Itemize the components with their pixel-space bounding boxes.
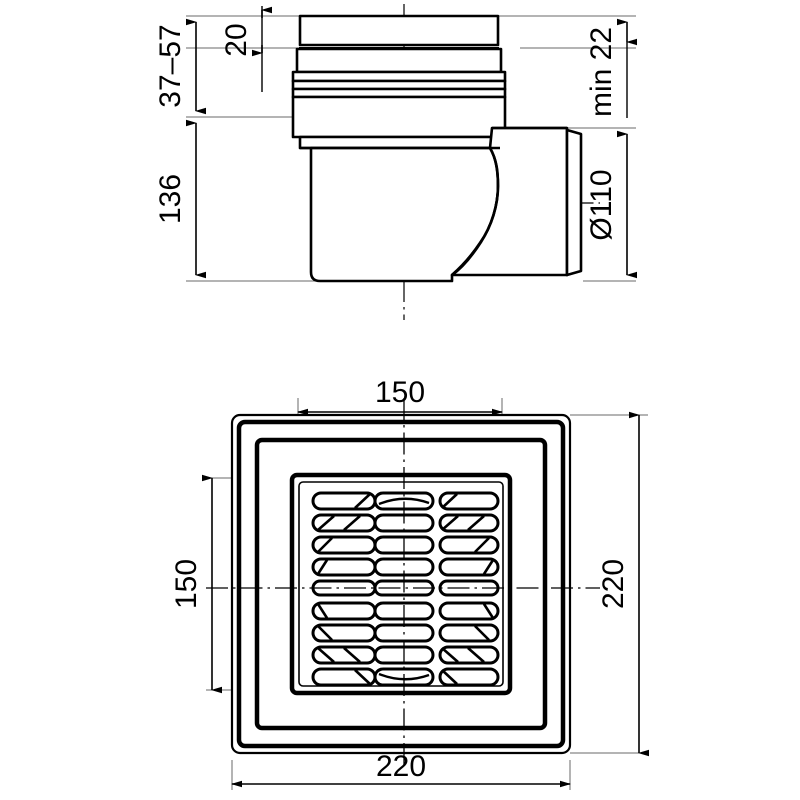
dimension-min-depth: min 22 [585,18,637,118]
outlet-end-cap [565,128,583,277]
dimension-label-grate-width: 150 [375,376,425,409]
dimension-label-outlet-diameter: Ø110 [585,169,618,240]
upper-housing [291,95,507,139]
dimension-label-body-height: 136 [154,174,187,224]
grate-slot [311,535,377,555]
grate-slot [311,667,377,687]
grate-slot [438,557,500,577]
grate-slot [311,623,377,643]
dimension-label-min-depth: min 22 [585,27,618,117]
dimension-cover-height: 20 [220,6,272,92]
dimension-body-width: 220 [231,750,571,788]
drain-cover-block [298,14,500,47]
grate-slot [438,601,500,621]
grate-slot-relief-lines [316,493,495,685]
drain-collar [295,47,503,74]
section-view-group: 37–57 20 136 min 22 [154,4,637,320]
dimension-body-depth: 220 [597,411,649,757]
grate-slot [311,491,377,511]
housing-shoulder [298,135,502,150]
dimension-grate-width: 150 [297,376,503,416]
dimension-grate-height: 150 [170,474,222,694]
dimension-label-grate-height: 150 [170,559,203,609]
section-body-outline [291,14,507,150]
thread-ridge-1 [291,70,507,83]
grate-slot [438,623,500,643]
dimension-outlet-diameter: Ø110 [585,130,637,279]
dimension-label-body-width: 220 [376,750,426,783]
plan-grate-slots [311,491,500,687]
dimension-body-height: 136 [154,119,206,279]
grate-slot [438,535,500,555]
dimension-height-range: 37–57 [154,18,206,115]
dimension-label-cover-height: 20 [220,23,253,56]
dimension-label-body-depth: 220 [597,559,630,609]
plan-centerlines [206,398,600,770]
sump-body-seam-mask [313,150,488,160]
plan-view-group: 150 150 220 220 [170,376,649,790]
dimension-label-height-range: 37–57 [154,24,187,107]
outlet-junction-curve [451,147,500,276]
